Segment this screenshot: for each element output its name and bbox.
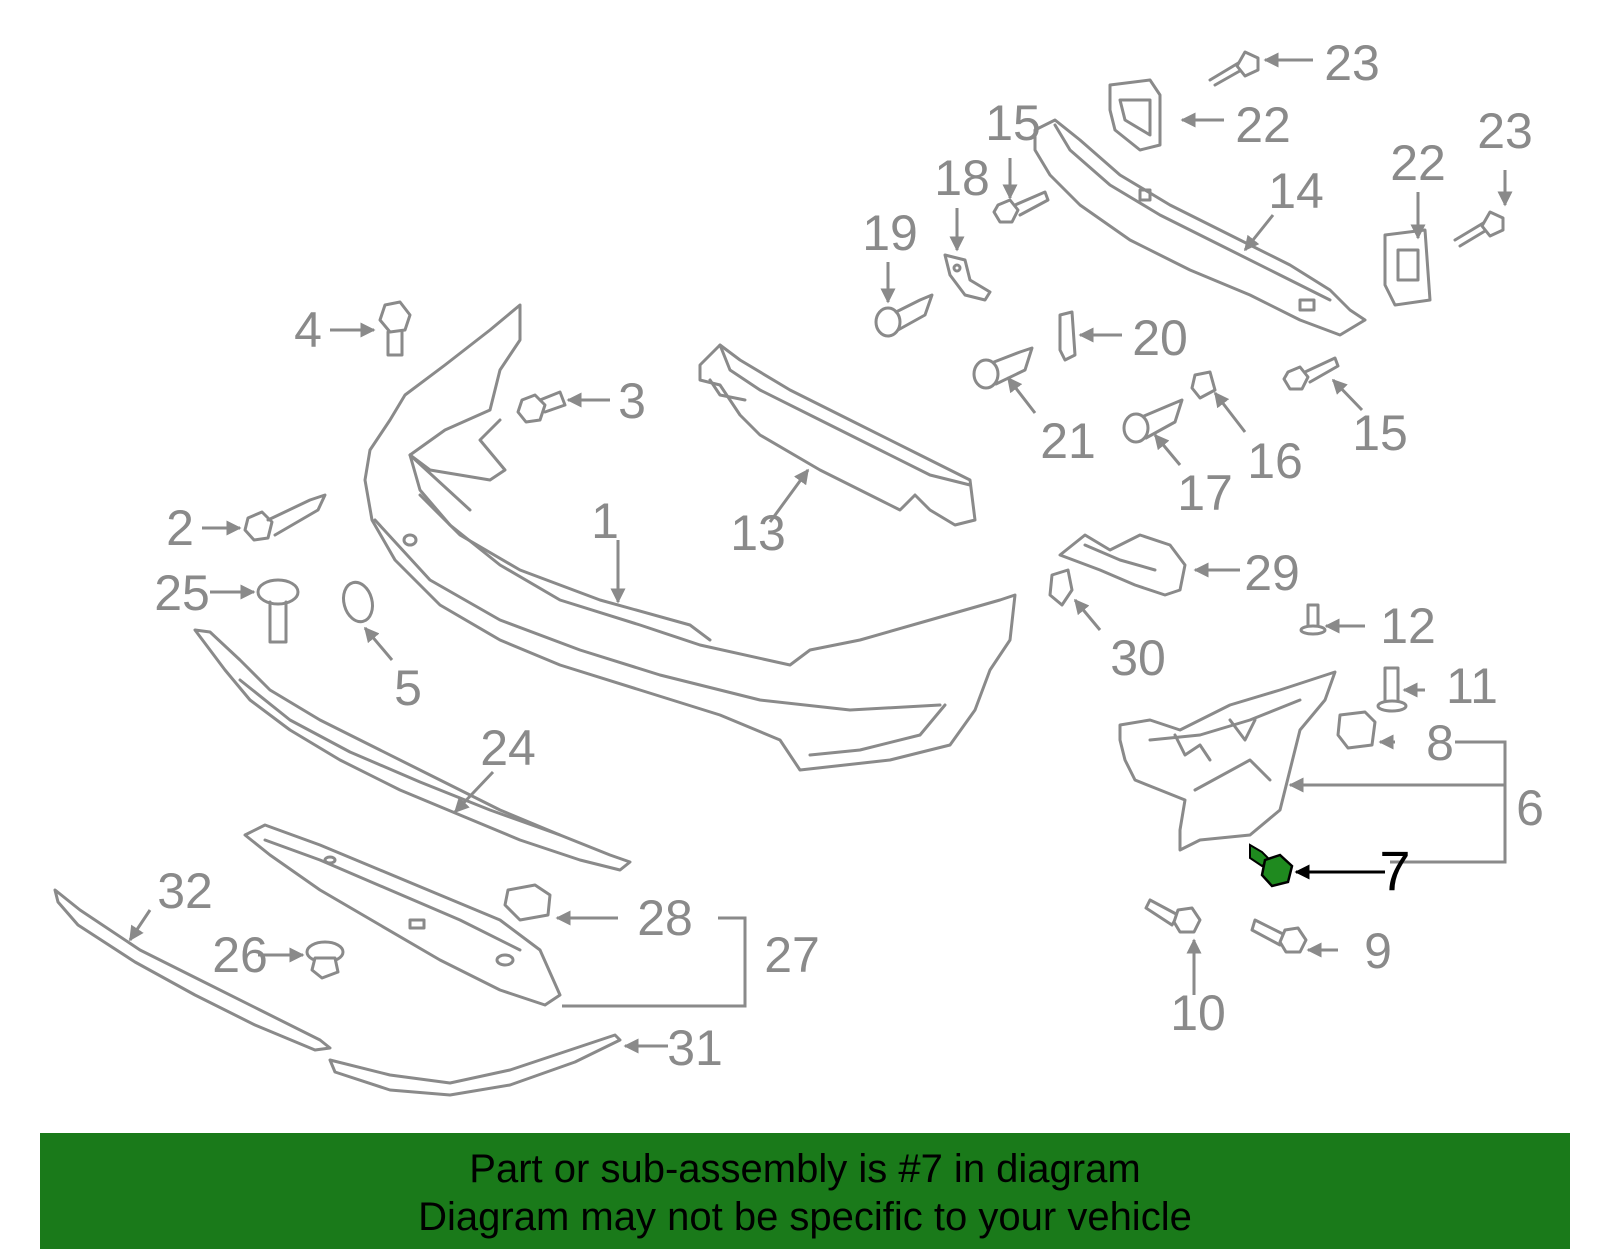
bolt-part-15a: [992, 190, 1050, 224]
callout-31: 31: [667, 1020, 723, 1076]
callout-11: 11: [1446, 658, 1498, 714]
callout-27: 27: [764, 927, 820, 983]
callout-7-highlighted: 7: [1379, 839, 1410, 902]
bracket-part-18: [943, 253, 992, 302]
moulding-part-24: [193, 628, 632, 872]
callout-16: 16: [1247, 433, 1303, 489]
callout-1: 1: [591, 493, 619, 549]
bolt-part-23a: [1208, 50, 1260, 87]
callout-28: 28: [637, 890, 693, 946]
bracket-part-22b: [1383, 228, 1432, 307]
pin-part-25: [256, 578, 300, 644]
callout-10: 10: [1170, 985, 1226, 1041]
energy-absorber-part: [698, 343, 977, 527]
callout-21: 21: [1040, 413, 1096, 469]
callout-19: 19: [862, 205, 918, 261]
bracket-assembly-part-6: [1118, 670, 1337, 852]
callout-numbers: 1 2 3 4 5 6 7 8 9 10 11 12 13 14 15 15 1…: [154, 35, 1544, 1076]
callout-14: 14: [1268, 163, 1324, 219]
bracket-part-22a: [1108, 78, 1162, 152]
info-banner: Part or sub-assembly is #7 in diagram Di…: [40, 1133, 1570, 1249]
callout-17: 17: [1177, 465, 1233, 521]
nut-part-4: [378, 300, 412, 357]
callout-20: 20: [1132, 310, 1188, 366]
bolt-part-10: [1144, 898, 1202, 934]
callout-22b: 22: [1390, 135, 1446, 191]
parts-diagram: 1 2 3 4 5 6 7 8 9 10 11 12 13 14 15 15 1…: [53, 35, 1544, 1097]
bolt-part-9: [1250, 918, 1308, 954]
callout-9: 9: [1364, 923, 1392, 979]
screw-part-19: [874, 293, 934, 338]
callout-6: 6: [1516, 780, 1544, 836]
callout-23a: 23: [1324, 35, 1380, 91]
callout-24: 24: [480, 720, 536, 776]
callout-15b: 15: [1352, 405, 1408, 461]
bracket-part-30: [1048, 568, 1074, 607]
callout-32: 32: [157, 863, 213, 919]
callout-30: 30: [1110, 630, 1166, 686]
callout-lines: [128, 52, 1513, 1054]
callout-15a: 15: [985, 95, 1041, 151]
bumper-cover-part: [363, 303, 1017, 772]
cover-part-28: [503, 883, 552, 922]
callout-13: 13: [730, 505, 786, 561]
nut-part-16: [1190, 370, 1217, 400]
bolt-part-23b: [1453, 210, 1505, 248]
screw-part-21: [972, 346, 1034, 390]
callout-3: 3: [618, 373, 646, 429]
banner-line-part-number: Part or sub-assembly is #7 in diagram: [469, 1147, 1141, 1191]
bolt-part-3: [516, 390, 567, 424]
pin-part-11: [1376, 666, 1408, 713]
banner-line-disclaimer: Diagram may not be specific to your vehi…: [418, 1195, 1192, 1239]
callout-5: 5: [394, 660, 422, 716]
bolt-part-15b: [1282, 356, 1340, 391]
bracket-part-29: [1058, 533, 1187, 597]
lower-trim-part-32: [53, 888, 332, 1052]
callout-18: 18: [934, 150, 990, 206]
callout-2: 2: [166, 500, 194, 556]
callout-12: 12: [1380, 598, 1436, 654]
reinforcement-bar-part: [1033, 118, 1367, 337]
nut-part-26: [305, 940, 345, 980]
clip-part-20: [1058, 310, 1077, 362]
callout-23b: 23: [1477, 103, 1533, 159]
seal-ring-part-5: [342, 580, 374, 624]
cover-part-8: [1336, 710, 1377, 750]
callout-29: 29: [1244, 545, 1300, 601]
callout-4: 4: [294, 302, 322, 358]
bolt-part-2: [243, 493, 327, 542]
callout-8: 8: [1426, 715, 1454, 771]
callout-22a: 22: [1235, 97, 1291, 153]
screw-part-17: [1122, 398, 1184, 444]
lower-trim-part-31: [328, 1033, 622, 1097]
pin-part-12: [1299, 603, 1327, 636]
callout-25: 25: [154, 565, 210, 621]
callout-26: 26: [212, 927, 268, 983]
bolt-part-7-highlighted: [1249, 843, 1294, 888]
trim-panel-part-27: [243, 823, 562, 1007]
